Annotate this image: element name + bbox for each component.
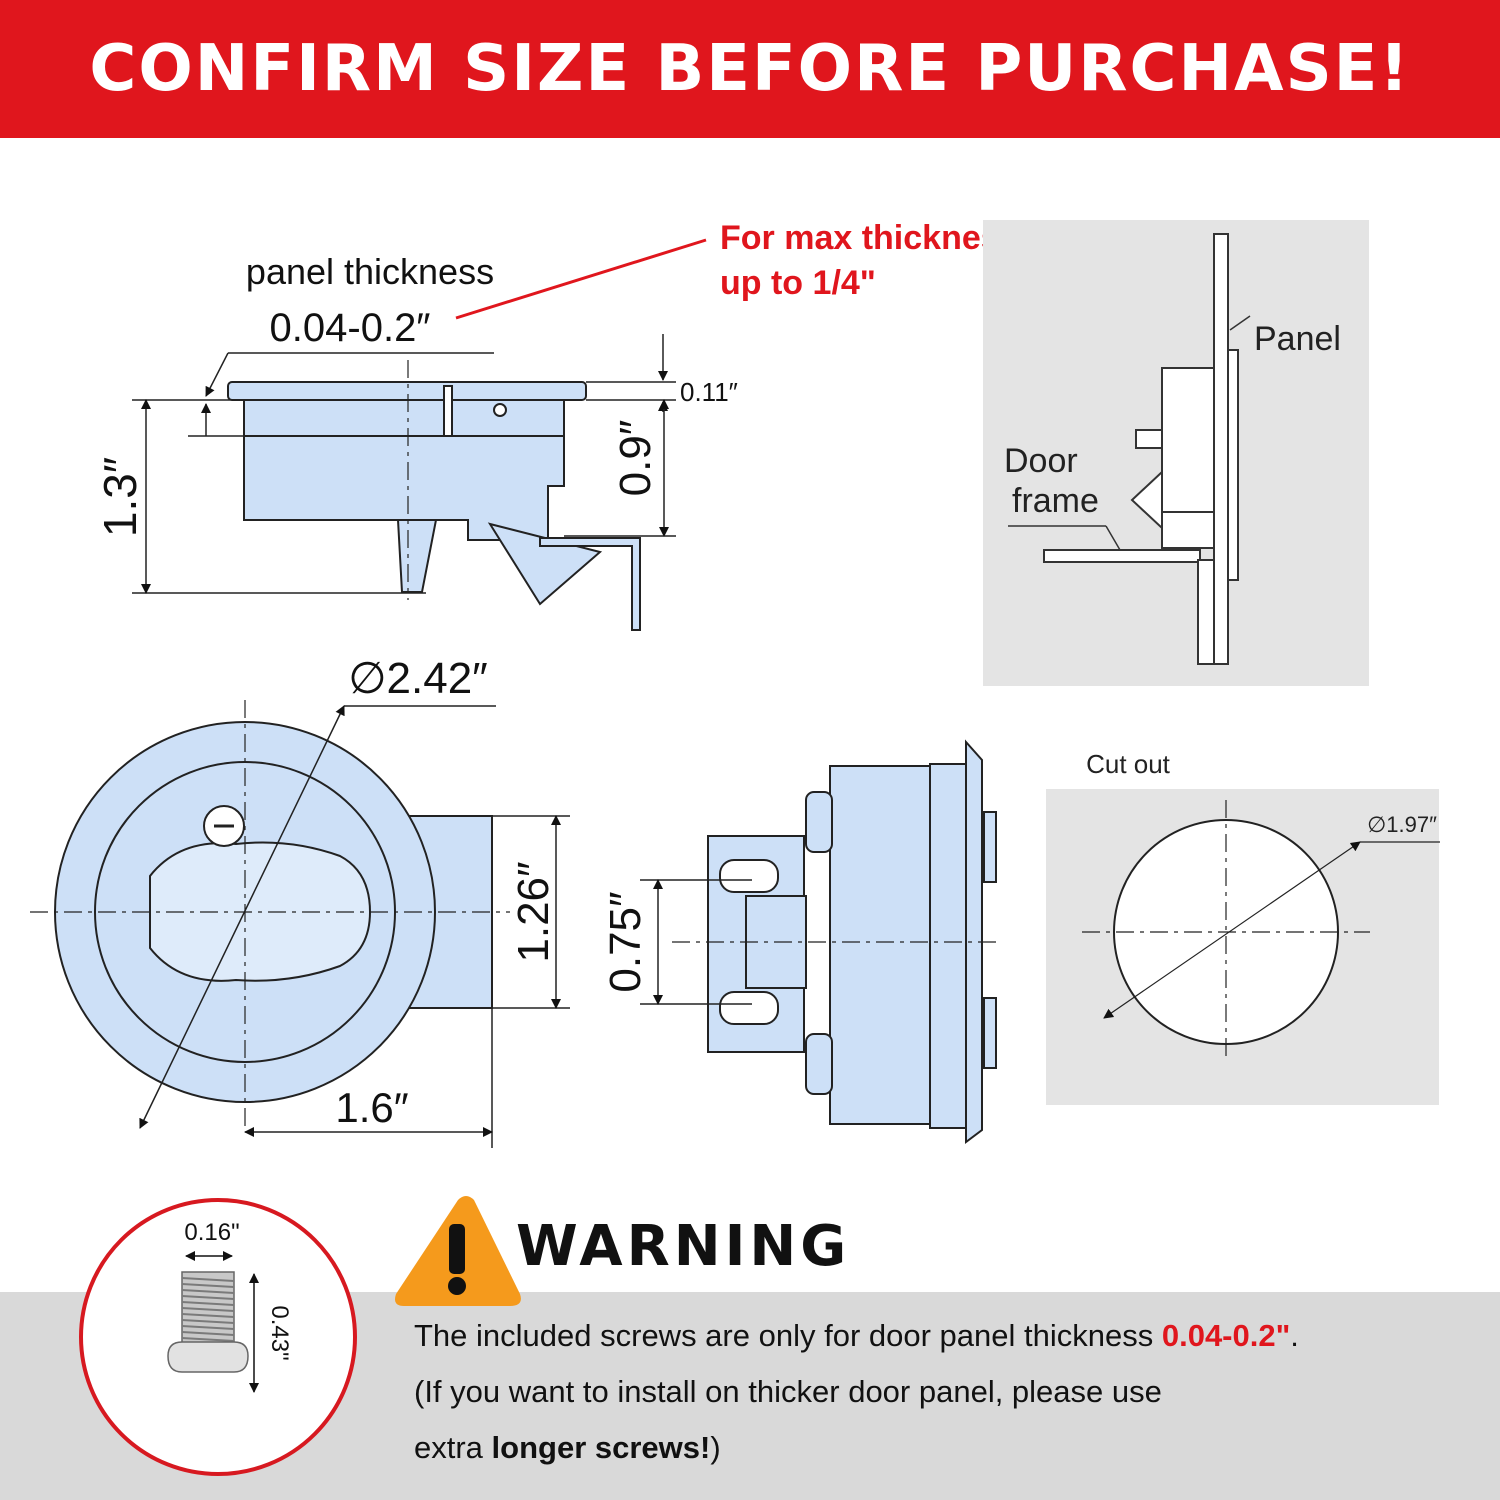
screw-image	[167, 1271, 249, 1373]
flange-dimension: 0.11″	[680, 377, 738, 407]
screw-detail	[79, 1198, 357, 1476]
latch-side-body	[227, 381, 641, 631]
hole-spacing-dimension: 0.75″	[601, 891, 650, 992]
cutout-view	[1046, 789, 1440, 1105]
door-frame-label-line1: Door	[1004, 442, 1078, 480]
overall-height-dimension: 1.3″	[94, 457, 146, 537]
cutout-title: Cut out	[1086, 749, 1171, 779]
warning-line-1: The included screws are only for door pa…	[414, 1318, 1299, 1354]
warning-icon	[395, 1196, 521, 1306]
offset-width-dimension: 1.6″	[335, 1084, 408, 1131]
screw-length-dimension: 0.43"	[266, 1305, 293, 1360]
warning-line-1-end: .	[1290, 1318, 1299, 1353]
cup-height-dimension: 1.26″	[509, 861, 558, 962]
outer-diameter-dimension: ∅2.42″	[348, 654, 488, 703]
panel-thickness-range: 0.04-0.2″	[270, 306, 431, 350]
warning-line-3-text: extra	[414, 1430, 492, 1465]
warning-line-3-end: )	[710, 1430, 721, 1465]
warning-line-1-text: The included screws are only for door pa…	[414, 1318, 1162, 1353]
screw-width-dimension: 0.16"	[184, 1219, 239, 1246]
max-thickness-line2: up to 1/4"	[720, 264, 876, 302]
panel-label: Panel	[1254, 320, 1341, 358]
title-banner: CONFIRM SIZE BEFORE PURCHASE!	[0, 0, 1500, 138]
warning-line-3: extra longer screws!)	[414, 1430, 721, 1466]
back-view	[640, 739, 997, 1144]
warning-longer-screws: longer screws!	[491, 1430, 711, 1465]
cutout-diameter-dimension: ∅1.97″	[1367, 812, 1437, 837]
door-frame-label-line2: frame	[1012, 482, 1099, 520]
max-thickness-value: 1/4"	[813, 264, 876, 302]
max-thickness-prefix: up to	[720, 264, 813, 302]
warning-line-2: (If you want to install on thicker door …	[414, 1374, 1162, 1409]
front-view	[30, 700, 570, 1148]
side-view	[132, 238, 707, 631]
body-height-dimension: 0.9″	[611, 420, 660, 497]
banner-title: CONFIRM SIZE BEFORE PURCHASE!	[89, 32, 1411, 106]
warning-title: WARNING	[516, 1214, 851, 1279]
warning-panel-range: 0.04-0.2"	[1161, 1318, 1291, 1353]
section-view	[983, 220, 1369, 686]
panel-thickness-label: panel thickness	[246, 251, 494, 292]
